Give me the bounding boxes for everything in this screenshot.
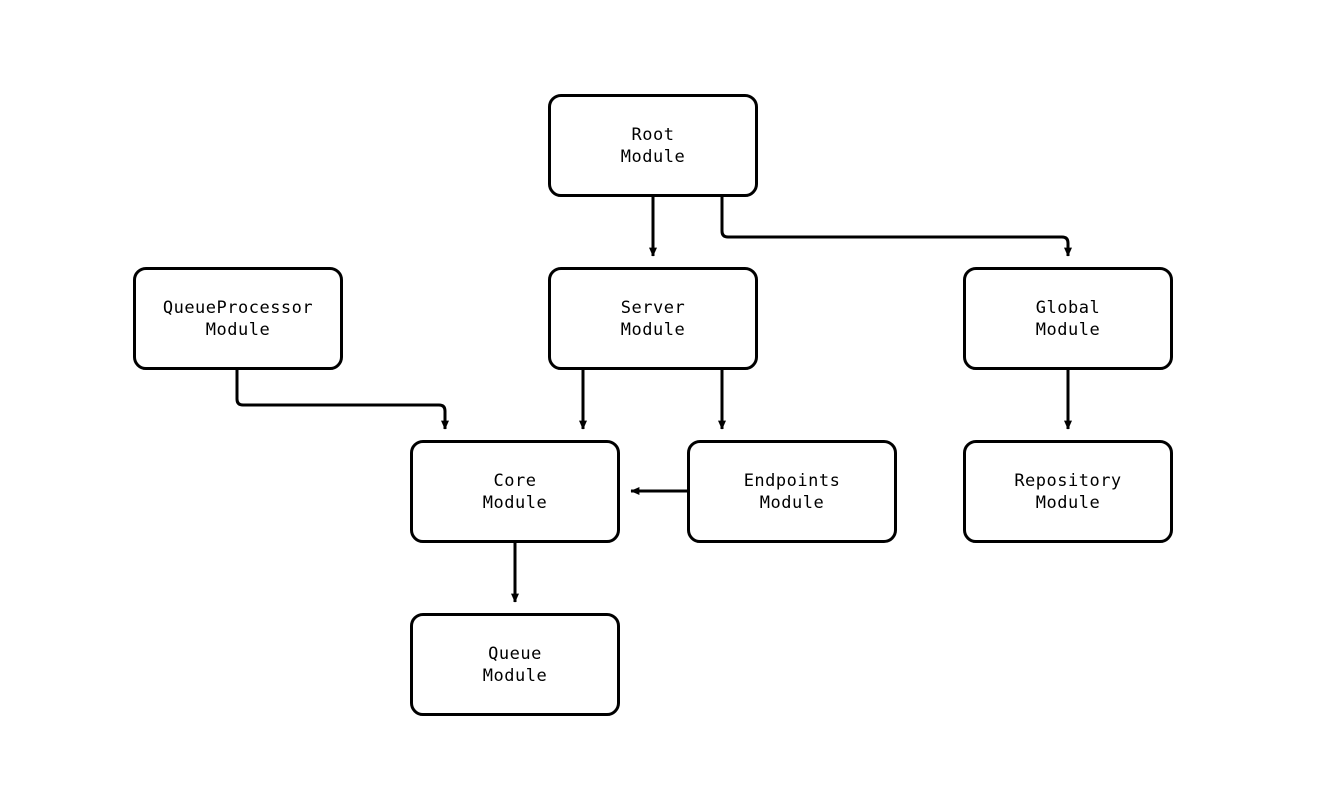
node-repository-module-line1: Repository [1014,470,1122,491]
node-root-module[interactable]: Root Module [548,94,758,197]
node-server-module-line1: Server [620,297,686,318]
node-queueprocessor-module-line2: Module [205,319,271,340]
node-server-module[interactable]: Server Module [548,267,758,370]
node-repository-module[interactable]: Repository Module [963,440,1173,543]
node-repository-module-line2: Module [1035,492,1101,513]
node-queueprocessor-module[interactable]: QueueProcessor Module [133,267,343,370]
node-queue-module-line1: Queue [488,643,542,664]
node-root-module-line1: Root [631,124,675,145]
node-server-module-line2: Module [620,319,686,340]
node-global-module[interactable]: Global Module [963,267,1173,370]
node-root-module-line2: Module [620,146,686,167]
node-core-module-line1: Core [493,470,537,491]
node-endpoints-module[interactable]: Endpoints Module [687,440,897,543]
node-endpoints-module-line1: Endpoints [743,470,841,491]
node-endpoints-module-line2: Module [759,492,825,513]
node-queueprocessor-module-line1: QueueProcessor [162,297,314,318]
edge-queueprocessor-to-core [235,370,449,430]
node-queue-module-line2: Module [482,665,548,686]
node-core-module[interactable]: Core Module [410,440,620,543]
node-global-module-line1: Global [1035,297,1101,318]
edge-root-to-global [720,197,1072,257]
node-core-module-line2: Module [482,492,548,513]
node-queue-module[interactable]: Queue Module [410,613,620,716]
node-global-module-line2: Module [1035,319,1101,340]
